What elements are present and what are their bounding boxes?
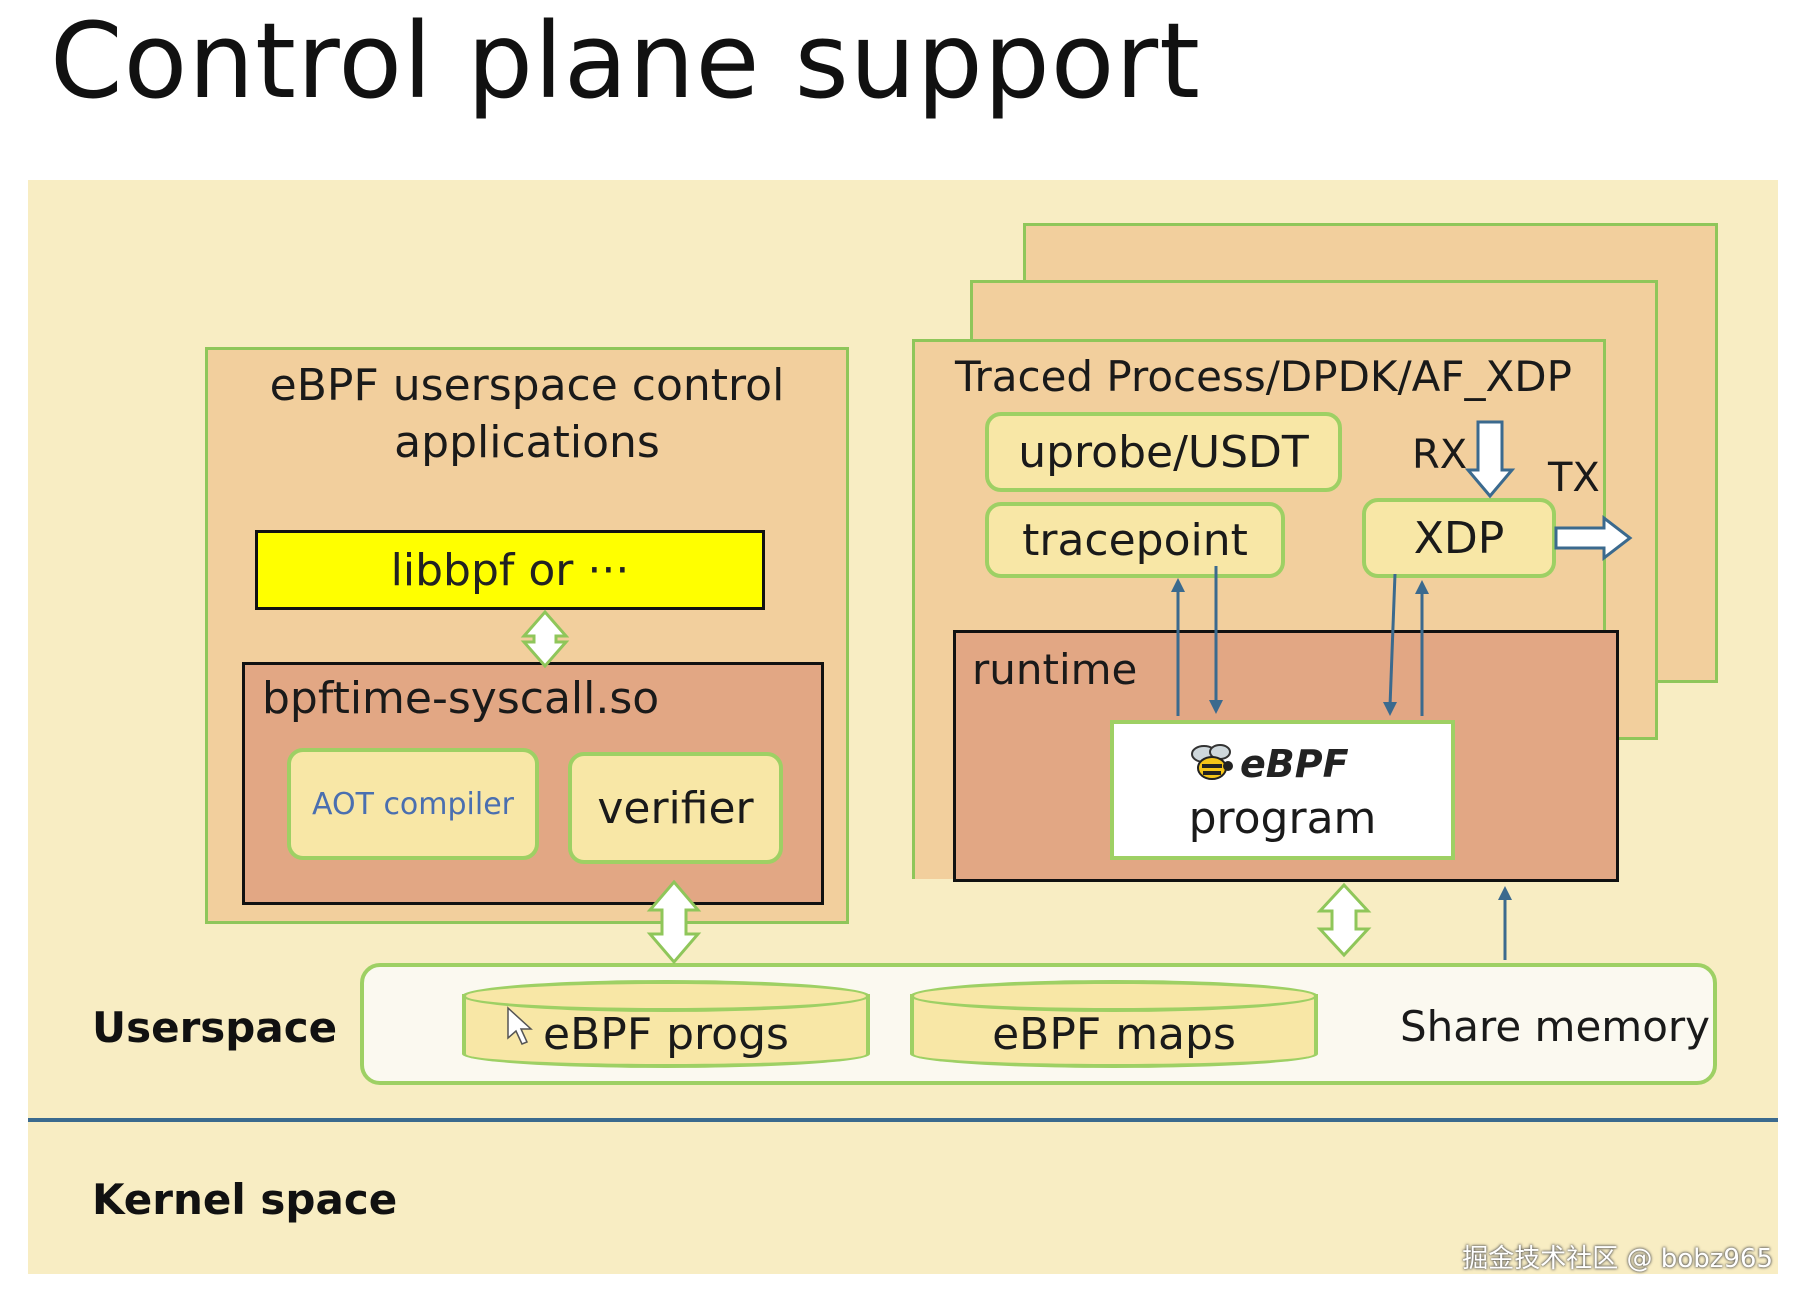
xdp-box: XDP (1362, 498, 1556, 578)
control-app-heading-line2: applications (394, 417, 660, 468)
tracepoint-down-head (1209, 700, 1223, 714)
runtime-label: runtime (972, 645, 1138, 694)
watermark: 掘金技术社区 @ bobz965 (1462, 1244, 1773, 1274)
ebpf-maps-label: eBPF maps (992, 1008, 1236, 1060)
verifier-box: verifier (568, 752, 783, 864)
rx-label: RX (1412, 432, 1468, 478)
ebpf-program-box (1110, 720, 1455, 860)
libbpf-box: libbpf or ··· (255, 530, 765, 610)
tracepoint-up-head (1171, 578, 1185, 592)
tracepoint-box: tracepoint (985, 502, 1285, 578)
page-title: Control plane support (50, 0, 1201, 122)
traced-process-heading: Traced Process/DPDK/AF_XDP (955, 352, 1572, 401)
share-runtime-head (1498, 886, 1512, 900)
runtime-maps-arrow (1316, 882, 1372, 958)
rx-arrow (1464, 420, 1516, 499)
xdp-up-head (1415, 580, 1429, 594)
tx-label: TX (1548, 455, 1600, 501)
bee-icon (1190, 740, 1236, 784)
tx-arrow (1554, 514, 1633, 562)
libbpf-syscall-arrow (520, 609, 570, 669)
share-memory-label: Share memory (1400, 1002, 1711, 1051)
ebpf-logo-text: eBPF (1240, 742, 1349, 786)
program-label: program (1188, 793, 1377, 844)
xdp-down-head (1383, 702, 1397, 716)
ebpf-progs-label: eBPF progs (543, 1008, 789, 1060)
control-app-heading-line1: eBPF userspace control (269, 360, 785, 411)
kernel-space-label: Kernel space (92, 1175, 398, 1224)
cursor-icon (507, 1006, 533, 1045)
ebpf-maps-store-top (910, 980, 1318, 1012)
user-kernel-divider (28, 1118, 1778, 1122)
kernel-space-region (28, 1122, 1778, 1274)
bpftime-syscall-label: bpftime-syscall.so (262, 673, 660, 724)
xdp-down-line (1388, 573, 1397, 707)
uprobe-usdt-box: uprobe/USDT (985, 412, 1342, 492)
ebpf-progs-store-top (462, 980, 870, 1012)
aot-compiler-box: AOT compiler (287, 748, 539, 860)
syscall-progs-arrow (646, 879, 702, 965)
userspace-label: Userspace (92, 1003, 338, 1052)
